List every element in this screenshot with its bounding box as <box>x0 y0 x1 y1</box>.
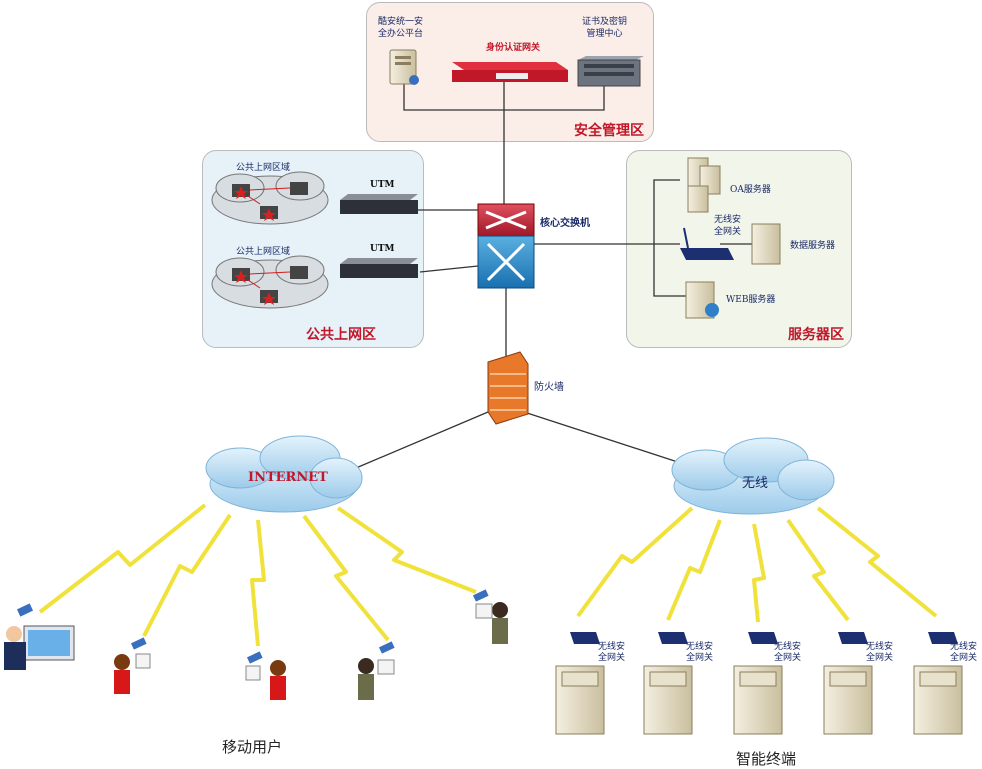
terminal-gateway-3-line2: 全网关 <box>774 653 802 663</box>
server-zone-wireless-gateway-icon <box>680 227 734 260</box>
identity-gateway-icon <box>452 62 568 82</box>
terminal-gateway-4-line1: 无线安 <box>866 642 894 652</box>
data-server-icon <box>751 223 781 265</box>
mobile-user-4-icon <box>358 641 395 700</box>
public-domain-cloud-1 <box>211 171 329 225</box>
mobile-user-2-icon <box>114 637 151 694</box>
terminal-gateway-label-3: 无线安 全网关 <box>774 642 801 664</box>
terminal-gateway-label-2: 无线安 全网关 <box>686 642 713 664</box>
server-wireless-gateway-line2: 全网关 <box>714 227 742 237</box>
terminal-gateway-label-5: 无线安 全网关 <box>950 642 977 664</box>
wireless-cloud-label: 无线 <box>742 476 769 491</box>
cert-key-center-icon <box>577 56 644 87</box>
firewall-icon <box>487 351 529 425</box>
wireless-cloud-icon <box>671 437 835 515</box>
server-zone-title: 服务器区 <box>788 327 844 343</box>
office-platform-label-line2: 全办公平台 <box>378 29 424 39</box>
oa-server-icon <box>687 157 721 213</box>
utm-2-label: UTM <box>370 244 395 254</box>
utm-device-2-icon <box>340 258 418 278</box>
public-domain-cloud-2 <box>211 255 329 309</box>
identity-gateway-label: 身份认证网关 <box>486 43 541 53</box>
cert-center-label-line2: 管理中心 <box>586 29 623 39</box>
mobile-user-5-icon <box>472 589 508 644</box>
utm-device-1-icon <box>340 194 418 214</box>
core-switch-label: 核心交换机 <box>540 218 590 229</box>
public-domain-1-label: 公共上网区域 <box>236 163 291 173</box>
office-platform-server-icon <box>389 49 419 85</box>
office-platform-label: 酷安统一安 全办公平台 <box>378 16 423 40</box>
terminal-gateway-1-line2: 全网关 <box>598 653 626 663</box>
terminal-gateway-2-line2: 全网关 <box>686 653 714 663</box>
terminal-gateway-1-line1: 无线安 <box>598 642 626 652</box>
terminal-gateway-3-line1: 无线安 <box>774 642 802 652</box>
internet-label: INTERNET <box>248 470 328 485</box>
wireless-links <box>38 503 938 647</box>
smart-terminals-label: 智能终端 <box>736 750 797 768</box>
oa-server-label: OA服务器 <box>730 185 771 195</box>
cert-center-label-line1: 证书及密钥 <box>582 17 628 27</box>
terminal-gateway-label-1: 无线安 全网关 <box>598 642 625 664</box>
public-domain-2-label: 公共上网区域 <box>236 247 291 257</box>
terminal-gateway-5-line2: 全网关 <box>950 653 978 663</box>
terminal-gateway-2-line1: 无线安 <box>686 642 714 652</box>
terminal-1-icon <box>555 632 605 735</box>
firewall-label: 防火墙 <box>534 382 564 393</box>
terminal-gateway-label-4: 无线安 全网关 <box>866 642 893 664</box>
terminal-5-icon <box>913 632 963 735</box>
public-zone-title: 公共上网区 <box>306 327 376 343</box>
server-wireless-gateway-label: 无线安 全网关 <box>714 214 741 238</box>
web-server-label: WEB服务器 <box>726 295 776 305</box>
web-server-icon <box>685 281 719 319</box>
office-platform-label-line1: 酷安统一安 <box>378 17 424 27</box>
mobile-user-1-icon <box>4 603 75 670</box>
server-zone <box>626 150 852 348</box>
mobile-user-3-icon <box>245 651 286 700</box>
mobile-users-label: 移动用户 <box>222 738 283 756</box>
internet-cloud-icon <box>205 435 363 513</box>
terminal-2-icon <box>643 632 693 735</box>
utm-1-label: UTM <box>370 180 395 190</box>
security-zone-title: 安全管理区 <box>574 123 644 139</box>
terminal-4-icon <box>823 632 873 735</box>
connection-lines <box>355 80 752 469</box>
core-switch-icon <box>477 203 535 289</box>
cert-center-label: 证书及密钥 管理中心 <box>582 16 627 40</box>
server-wireless-gateway-line1: 无线安 <box>714 215 742 225</box>
data-server-label: 数据服务器 <box>790 241 836 251</box>
terminal-gateway-5-line1: 无线安 <box>950 642 978 652</box>
terminal-gateway-4-line2: 全网关 <box>866 653 894 663</box>
terminal-3-icon <box>733 632 783 735</box>
